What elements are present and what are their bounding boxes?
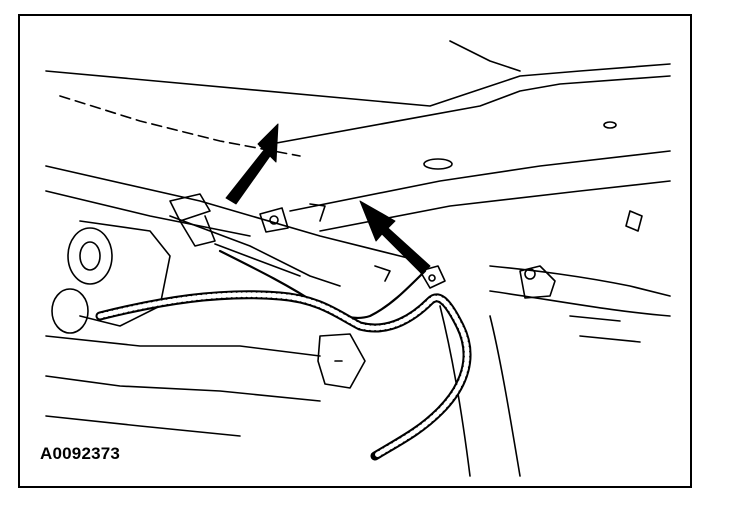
firewall-panel bbox=[289, 150, 671, 212]
engine-cap bbox=[51, 288, 89, 334]
engine-harness-illustration bbox=[45, 40, 671, 477]
engine-pulley bbox=[67, 227, 113, 285]
diagram-frame: A0092373 bbox=[18, 14, 692, 488]
arrow-left bbox=[225, 123, 279, 205]
engine-block-bottom bbox=[45, 415, 241, 437]
strut-slot-1 bbox=[569, 315, 621, 322]
arrow-right bbox=[359, 200, 431, 275]
figure-id-label: A0092373 bbox=[40, 444, 121, 463]
strut-bolt bbox=[524, 268, 536, 280]
callout-arrows bbox=[225, 123, 431, 275]
strut-wall-2 bbox=[489, 315, 521, 477]
engine-lower bbox=[45, 335, 321, 357]
engine-block-line bbox=[45, 375, 321, 402]
strut-tower-inner bbox=[489, 290, 671, 317]
cowl-top-line bbox=[449, 40, 521, 72]
strut-bracket bbox=[519, 265, 556, 299]
bracket-mount bbox=[259, 207, 289, 233]
cowl-panel-upper bbox=[45, 63, 671, 107]
wiring-harness-conduit bbox=[95, 290, 472, 461]
bracket-tab bbox=[309, 203, 326, 222]
ground-bolt bbox=[428, 274, 436, 282]
engine-rail bbox=[169, 215, 341, 287]
strut-slot-2 bbox=[579, 335, 641, 343]
cowl-panel-dashed bbox=[59, 95, 301, 157]
strut-wall bbox=[439, 305, 471, 477]
cowl-panel-ridge bbox=[259, 75, 671, 147]
panel-hole bbox=[423, 158, 453, 170]
fastener-small bbox=[374, 265, 391, 282]
panel-hole-small bbox=[603, 121, 617, 129]
engine-pulley-inner bbox=[79, 241, 101, 271]
wire-clip-right bbox=[625, 210, 643, 232]
bracket-bolt bbox=[269, 215, 279, 225]
cowl-lower-edge bbox=[45, 190, 251, 237]
harness-ground-point bbox=[419, 265, 446, 289]
harness-connector-body bbox=[179, 215, 216, 247]
center-bracket bbox=[317, 333, 366, 389]
strut-tower bbox=[489, 265, 671, 297]
cowl-outer-edge bbox=[45, 165, 421, 262]
engine-housing bbox=[79, 220, 171, 327]
harness-connector-clip bbox=[169, 193, 211, 222]
harness-connector-lead bbox=[214, 243, 301, 277]
